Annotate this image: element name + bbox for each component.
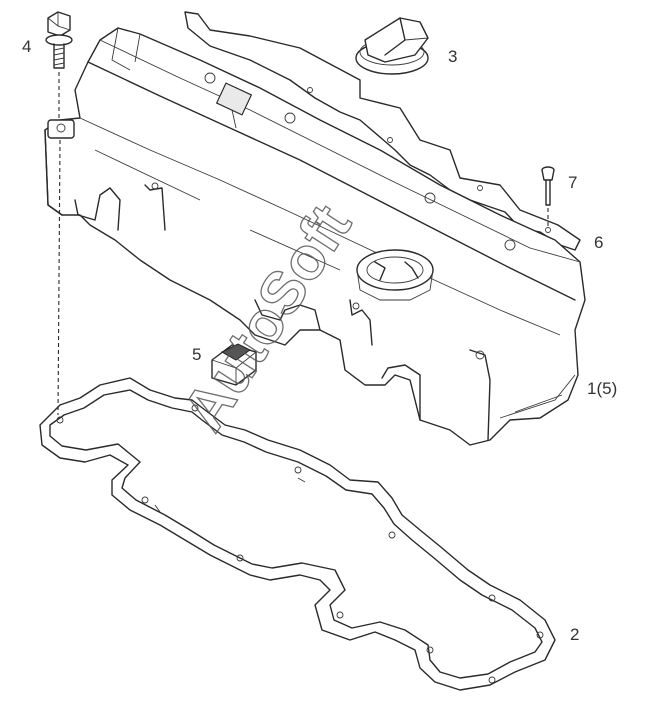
grommet	[211, 343, 257, 386]
callout-5: 5	[192, 345, 201, 364]
callout-3: 3	[448, 47, 457, 66]
cover-gasket	[39, 377, 556, 691]
valve-cover	[44, 27, 586, 446]
callout-1: 1(5)	[587, 379, 617, 398]
screw	[541, 166, 555, 228]
callout-2: 2	[570, 625, 579, 644]
bolt-with-washer	[45, 11, 73, 416]
callout-6: 6	[594, 233, 603, 252]
callout-7: 7	[568, 173, 577, 192]
callout-4: 4	[22, 37, 31, 56]
oil-filler-cap	[355, 17, 429, 75]
